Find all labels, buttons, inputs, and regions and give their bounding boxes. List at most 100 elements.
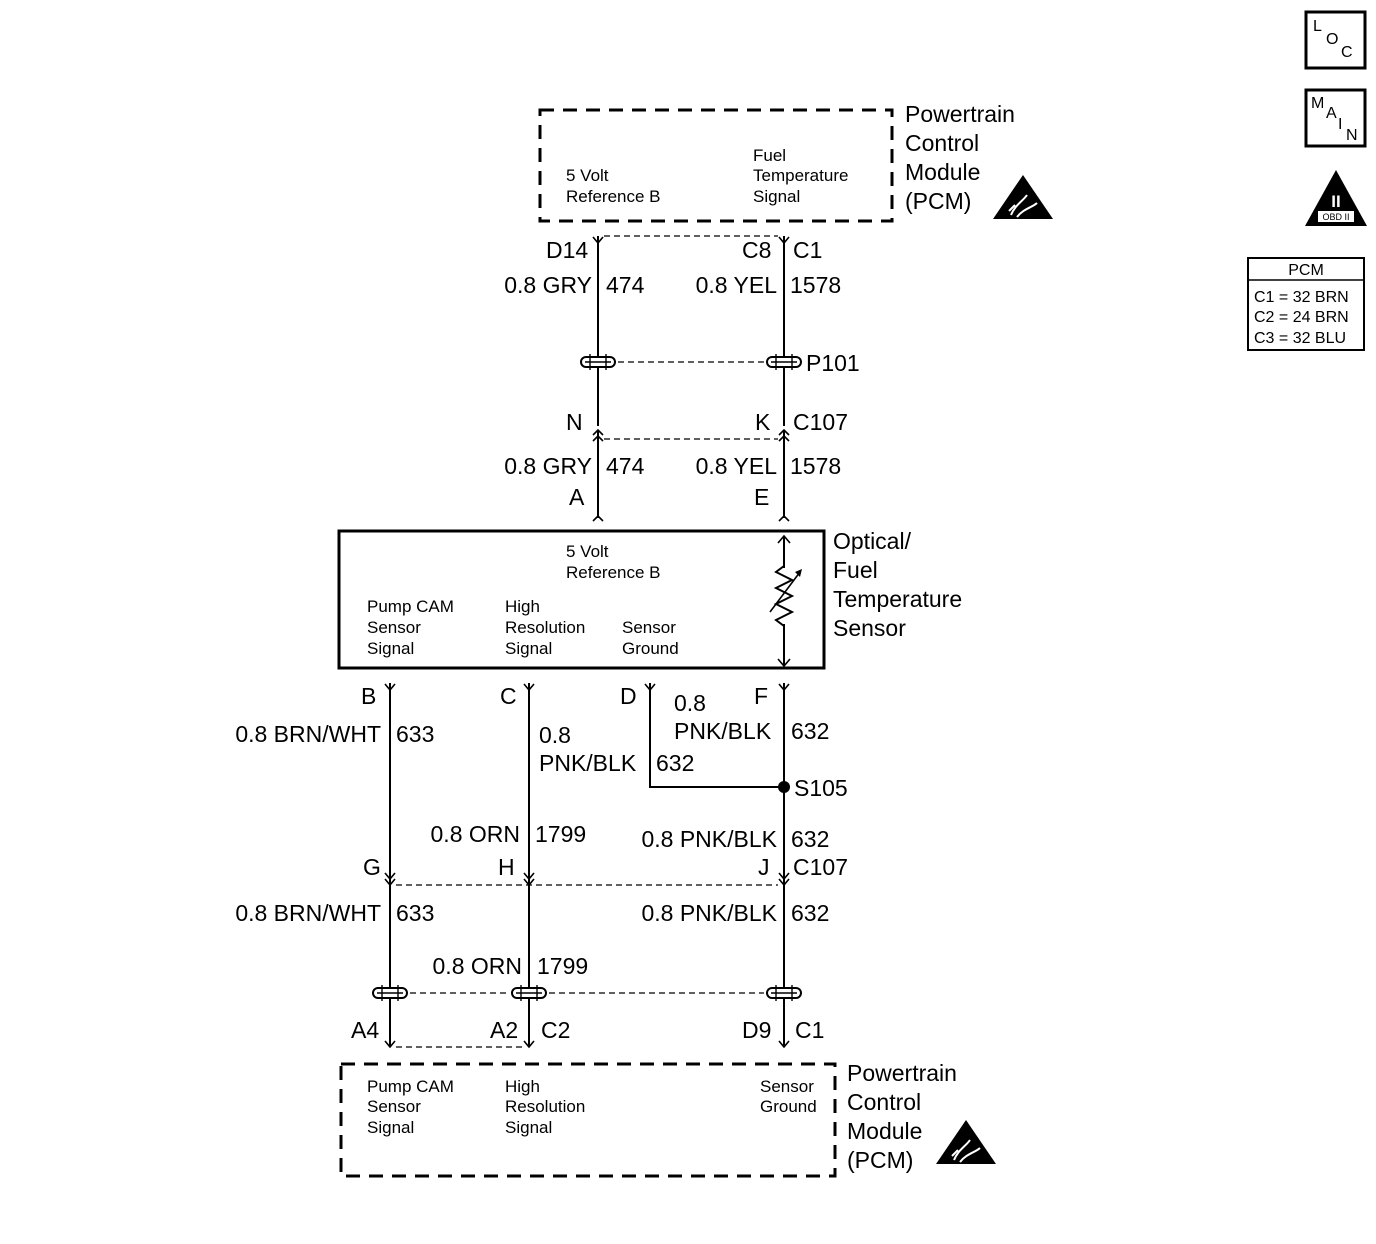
sensor-hires-label-3: Signal [505, 639, 552, 658]
obd-text: OBD II [1322, 212, 1349, 222]
pin-a2: A2 [490, 1017, 518, 1043]
wire-1578-top-color: 0.8 YEL [696, 272, 778, 298]
esd-warning-icon-bottom [935, 1119, 997, 1165]
wire-1799-bottom-color: 0.8 ORN [433, 953, 522, 979]
pcm-table-header: PCM [1288, 262, 1324, 279]
pcm-bottom-ground-label-2: Ground [760, 1097, 817, 1116]
splice-pack-bottom-right [766, 984, 802, 1002]
pcm-top-module: 5 Volt Reference B Fuel Temperature Sign… [538, 101, 1054, 223]
loc-letter-l: L [1313, 18, 1322, 35]
wire-c-color: PNK/BLK [539, 750, 637, 776]
pcm-bottom-ground-label-1: Sensor [760, 1077, 814, 1096]
main-letter-a: A [1326, 105, 1337, 122]
wire-633-circuit: 633 [396, 721, 434, 747]
pcm-bottom-hires-label-3: Signal [505, 1118, 552, 1137]
loc-letter-o: O [1326, 31, 1338, 48]
pcm-top-ref-label-2: Reference B [566, 187, 661, 206]
pin-a4: A4 [351, 1017, 379, 1043]
wire-f-color: PNK/BLK [674, 718, 772, 744]
pcm-bottom-pump-label-3: Signal [367, 1118, 414, 1137]
wire-474-mid-color: 0.8 GRY [504, 453, 592, 479]
pin-f: F [754, 683, 768, 709]
pcm-table-row-3: C3 = 32 BLU [1254, 330, 1346, 347]
splice-s105-dot [778, 781, 790, 793]
sensor-ref-label-2: Reference B [566, 563, 661, 582]
sensor-hires-label-2: Resolution [505, 618, 585, 637]
main-letter-i: I [1338, 116, 1342, 133]
main-letter-n: N [1346, 127, 1358, 144]
pin-e: E [754, 484, 769, 510]
wire-1578-mid-color: 0.8 YEL [696, 453, 778, 479]
thermistor-icon [769, 534, 802, 668]
pcm-top-title-1: Powertrain [905, 101, 1015, 127]
wire-1578-top-circuit: 1578 [790, 272, 841, 298]
wire-632-bottom-circuit: 632 [791, 900, 829, 926]
splice-pack-bottom-left [372, 984, 408, 1002]
pcm-bottom-pump-label-1: Pump CAM [367, 1077, 454, 1096]
wire-f-size: 0.8 [674, 690, 706, 716]
wire-1799-bottom-circuit: 1799 [537, 953, 588, 979]
pcm-top-title-3: Module [905, 159, 980, 185]
splice-pack-bottom-mid [511, 984, 547, 1002]
pcm-top-title-4: (PCM) [905, 188, 971, 214]
pin-d9: D9 [742, 1017, 771, 1043]
pcm-bottom-title-4: (PCM) [847, 1147, 913, 1173]
pcm-bottom-title-2: Control [847, 1089, 921, 1115]
pin-k: K [755, 409, 771, 435]
wire-632-bottom-color: 0.8 PNK/BLK [641, 900, 777, 926]
sensor-ground-label-2: Ground [622, 639, 679, 658]
wire-474-mid-circuit: 474 [606, 453, 645, 479]
pcm-top-title-2: Control [905, 130, 979, 156]
connector-a-icon [592, 515, 604, 522]
pcm-table-row-2: C2 = 24 BRN [1254, 309, 1349, 326]
pcm-top-fuel-label-3: Signal [753, 187, 800, 206]
connector-c1-top: C1 [793, 237, 822, 263]
pcm-bottom-title-1: Powertrain [847, 1060, 957, 1086]
splice-pack-p101-right [766, 353, 802, 371]
sensor-pump-label-2: Sensor [367, 618, 421, 637]
wire-474-top-circuit: 474 [606, 272, 645, 298]
loc-icon[interactable]: L O C [1304, 10, 1367, 70]
wire-632-d [649, 683, 784, 788]
sensor-pump-label-1: Pump CAM [367, 597, 454, 616]
connector-e-icon [778, 515, 790, 522]
splice-s105-label: S105 [794, 775, 848, 801]
pcm-table-row-1: C1 = 32 BRN [1254, 289, 1349, 306]
pin-a: A [569, 484, 585, 510]
wire-633-bottom-color: 0.8 BRN/WHT [235, 900, 381, 926]
sensor-title-4: Sensor [833, 615, 906, 641]
sensor-title-2: Fuel [833, 557, 878, 583]
sensor-pump-label-3: Signal [367, 639, 414, 658]
obd-ii-icon[interactable]: II OBD II [1305, 170, 1367, 226]
pcm-bottom-hires-label-1: High [505, 1077, 540, 1096]
connector-c107-top: C107 [793, 409, 848, 435]
sensor-hires-label-1: High [505, 597, 540, 616]
sensor-title-3: Temperature [833, 586, 962, 612]
wire-1578-mid-circuit: 1578 [790, 453, 841, 479]
main-icon[interactable]: M A I N [1304, 88, 1367, 148]
connector-c107-bottom: C107 [793, 854, 848, 880]
splice-pack-p101-left [580, 353, 616, 371]
pin-b: B [361, 683, 376, 709]
wire-632-below-color: 0.8 PNK/BLK [641, 826, 777, 852]
sensor-ground-label-1: Sensor [622, 618, 676, 637]
pin-j: J [758, 854, 770, 880]
wire-633-color: 0.8 BRN/WHT [235, 721, 381, 747]
pin-c: C [500, 683, 517, 709]
pcm-top-fuel-label-1: Fuel [753, 146, 786, 165]
optical-fuel-temp-sensor: 5 Volt Reference B Pump CAM Sensor Signa… [337, 528, 962, 670]
wire-633-bottom-circuit: 633 [396, 900, 434, 926]
pcm-connector-table: PCM C1 = 32 BRN C2 = 24 BRN C3 = 32 BLU [1247, 257, 1365, 351]
sensor-ref-label-1: 5 Volt [566, 542, 609, 561]
wire-c-size: 0.8 [539, 722, 571, 748]
pcm-bottom-hires-label-2: Resolution [505, 1097, 585, 1116]
loc-letter-c: C [1341, 44, 1353, 61]
pcm-top-ref-label-1: 5 Volt [566, 166, 609, 185]
pin-c8: C8 [742, 237, 771, 263]
wire-632-below-circuit: 632 [791, 826, 829, 852]
esd-warning-icon-top [992, 174, 1054, 220]
pin-g: G [363, 854, 381, 880]
connector-c1-bottom: C1 [795, 1017, 824, 1043]
sensor-title-1: Optical/ [833, 528, 912, 554]
